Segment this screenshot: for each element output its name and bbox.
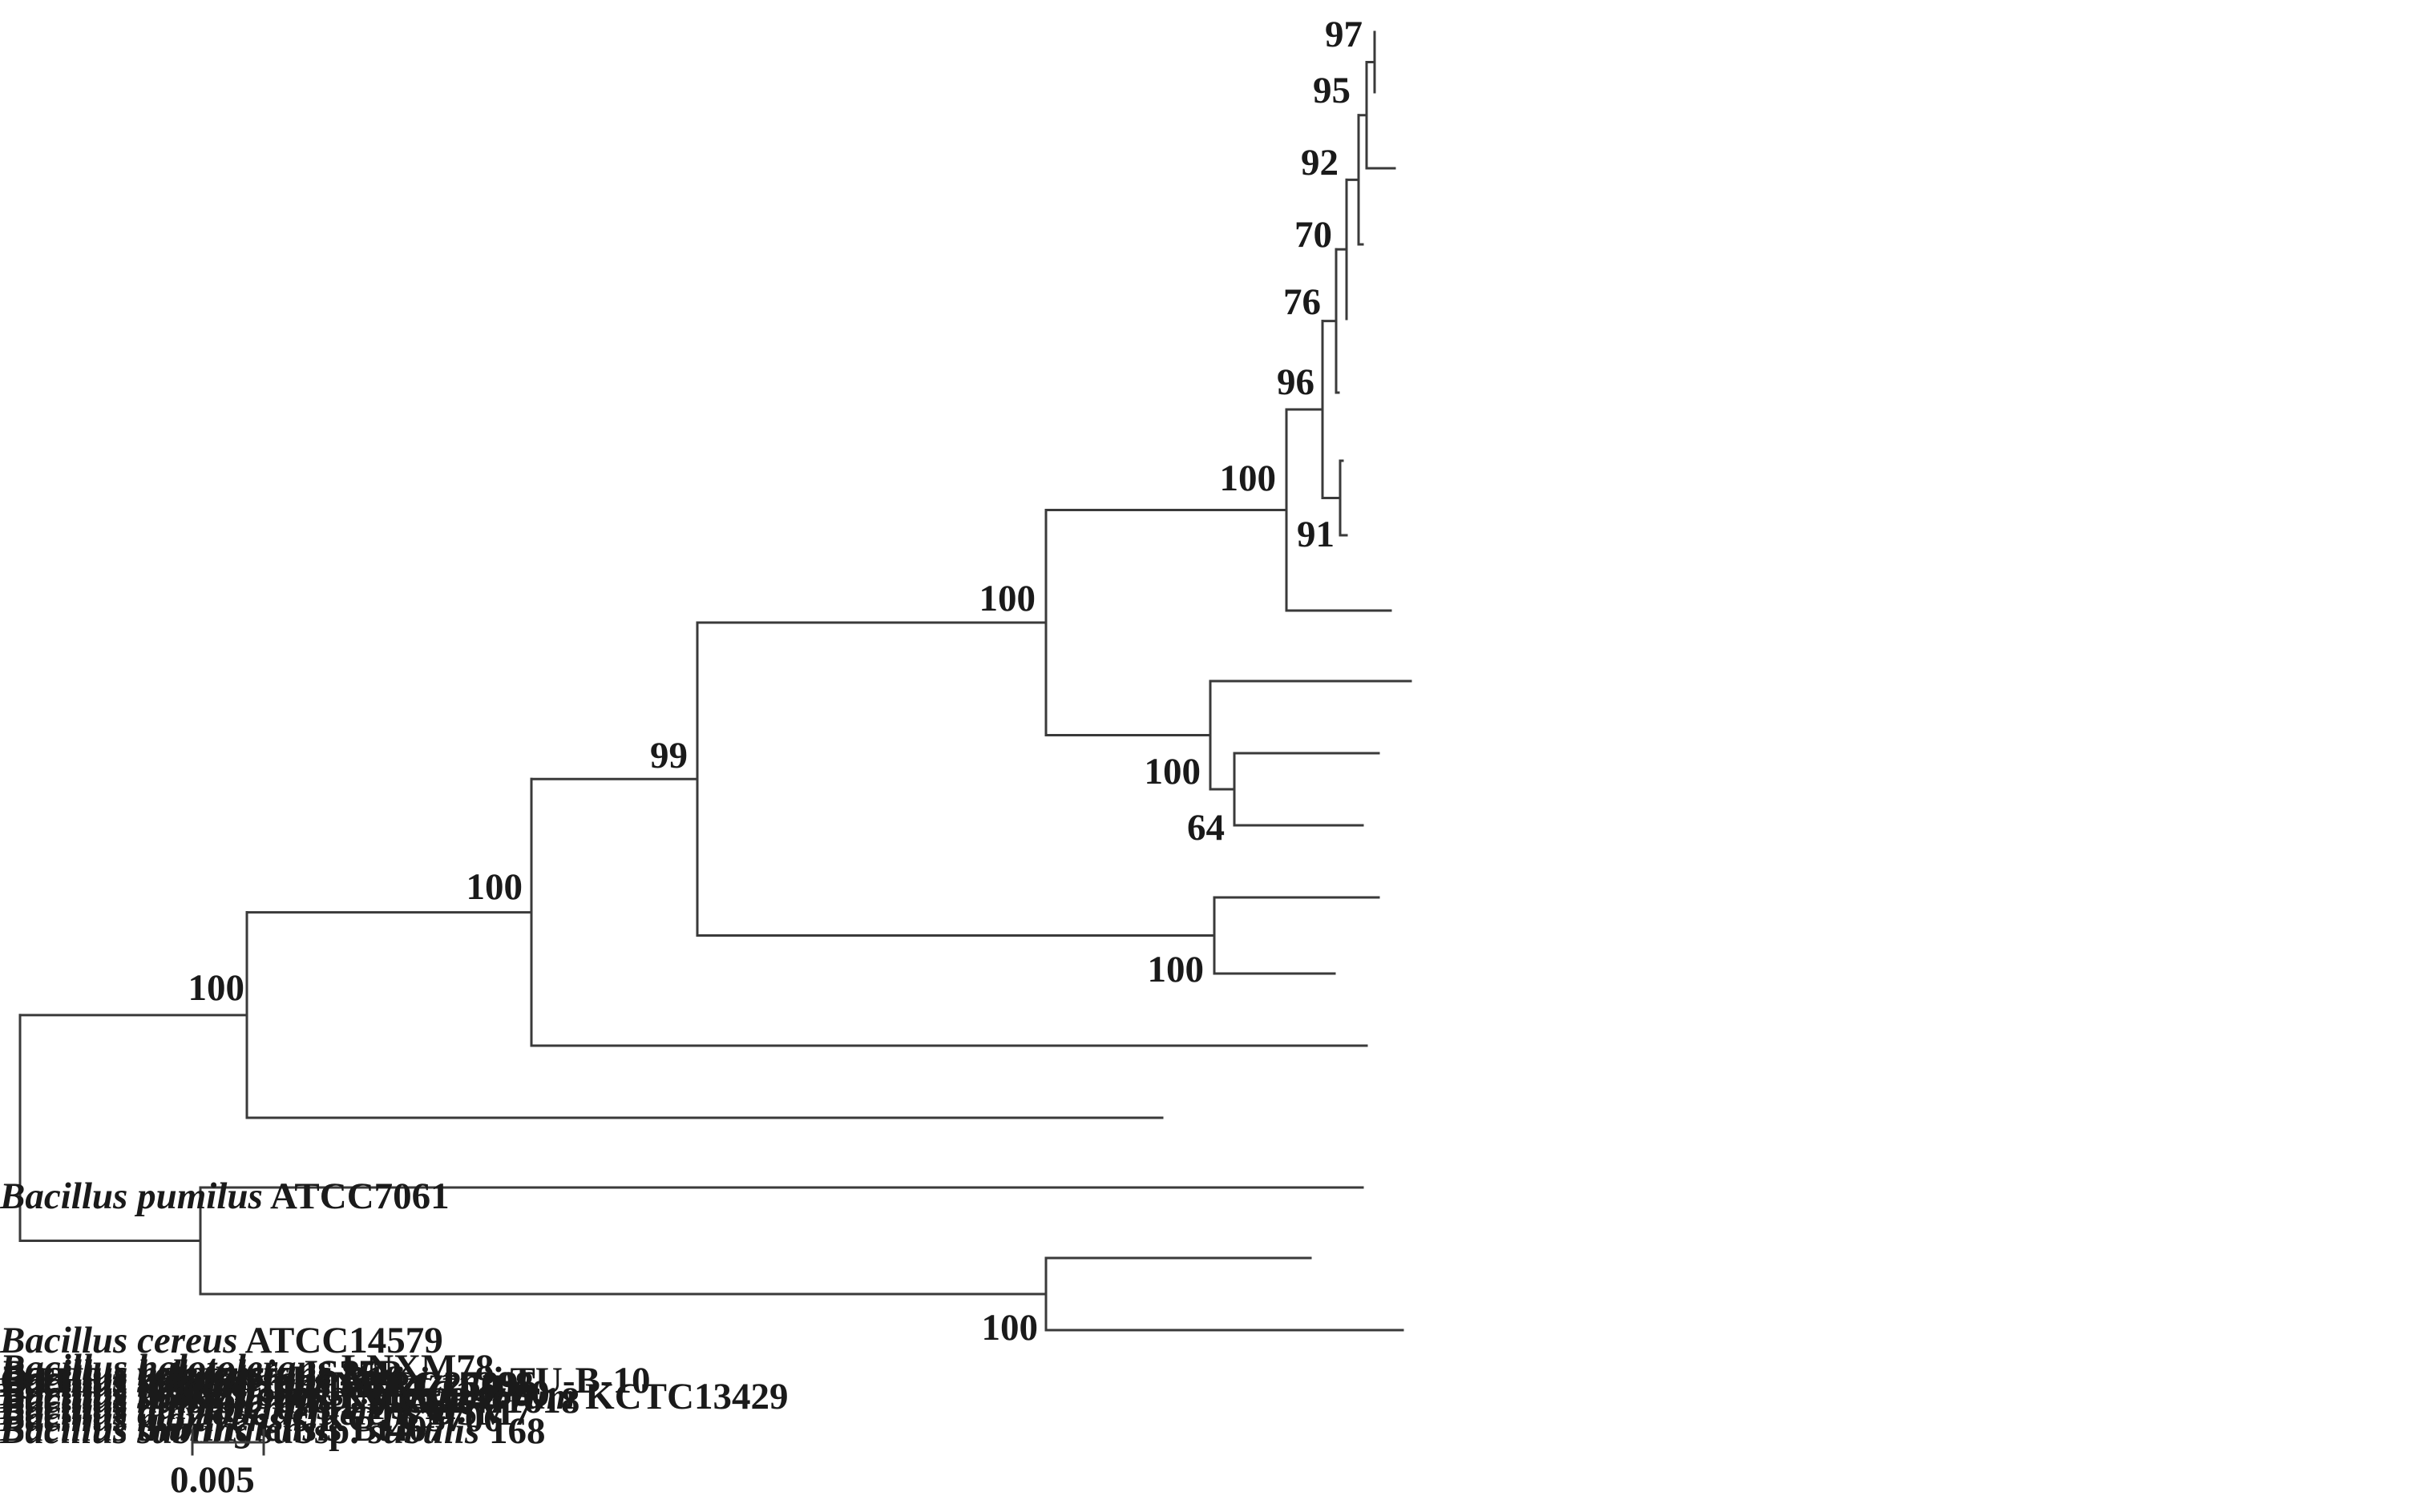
taxon-label-t12: Bacillus subtilis subsp.spizizenii TU-B-… xyxy=(0,1360,650,1401)
taxon-label-t1: Bacillus halotolerans LMG22477 xyxy=(0,1380,526,1421)
taxon-label-t16: Bacillus pumilus ATCC7061 xyxy=(0,1175,450,1217)
bootstrap-value-n12: 100 xyxy=(1148,949,1205,990)
bootstrap-value-n7: 91 xyxy=(1297,514,1335,555)
taxon-label-t8: Bacillus halotolerans B19 xyxy=(0,1358,404,1400)
bootstrap-value-n15: 100 xyxy=(188,967,245,1009)
taxon-label-t13: Bacillus amyloliquefaciens DSM7 xyxy=(0,1392,531,1433)
bootstrap-value-n4: 70 xyxy=(1294,214,1332,256)
bootstrap-value-n11: 100 xyxy=(979,578,1036,619)
taxon-label-t2: Bacillus halotolerans NRRLB-41618 xyxy=(0,1380,579,1421)
taxon-label-t11: Bacillus subtilis subsp. inaquosorum KCT… xyxy=(0,1376,788,1417)
bootstrap-value-n1: 97 xyxy=(1325,14,1363,55)
taxon-label-t9: Bacillus mojavensis KCTC3706 xyxy=(0,1398,503,1440)
taxon-label-t3: Bacillus halotolerans LYSX1 xyxy=(0,1386,457,1428)
bootstrap-values: 97 95 92 70 76 96 91 100 100 64 100 100 99 100 100 100 xyxy=(188,14,1363,1349)
taxon-label-t14: Bacillus velezensis JS25R xyxy=(0,1353,405,1394)
taxon-label-t6: Bacillus halotolerans LNXM78 xyxy=(0,1347,494,1389)
bootstrap-value-n16: 100 xyxy=(982,1307,1039,1349)
bootstrap-value-n8: 100 xyxy=(1220,458,1277,499)
taxon-label-t5: QTH8 xyxy=(0,1360,103,1401)
scale-bar-label: 0.005 xyxy=(170,1459,255,1501)
taxon-label-t18: Bacillus cereus ATCC14579 xyxy=(0,1320,443,1361)
scale-bar: 0.005 xyxy=(170,1429,265,1501)
taxon-label-t7: Bacillus halotolerans 86 xyxy=(0,1353,379,1394)
bootstrap-value-n13: 99 xyxy=(650,735,688,776)
taxon-label-t4: Bacillus halotolerans ATCC25096 xyxy=(0,1364,537,1405)
bootstrap-value-n2: 95 xyxy=(1313,70,1351,111)
bootstrap-value-n5: 76 xyxy=(1283,281,1321,323)
bootstrap-value-n14: 100 xyxy=(466,866,523,908)
taxon-label-t15: Bacillus licheniformis ATCC14580 xyxy=(0,1373,550,1414)
tree-branches xyxy=(18,30,1412,1332)
bootstrap-value-n10: 64 xyxy=(1187,807,1225,849)
bootstrap-value-n6: 96 xyxy=(1277,361,1314,403)
bootstrap-value-n3: 92 xyxy=(1301,142,1339,183)
bootstrap-value-n9: 100 xyxy=(1145,751,1201,792)
taxon-label-t10: Bacillus subtilis subsp. subtilis 168 xyxy=(0,1410,545,1452)
taxon-label-t17: Bacillus megaterium NBRC15308 xyxy=(0,1364,534,1405)
taxon-label-t19: Bacillus thuringiensis Bt407 xyxy=(0,1408,446,1450)
